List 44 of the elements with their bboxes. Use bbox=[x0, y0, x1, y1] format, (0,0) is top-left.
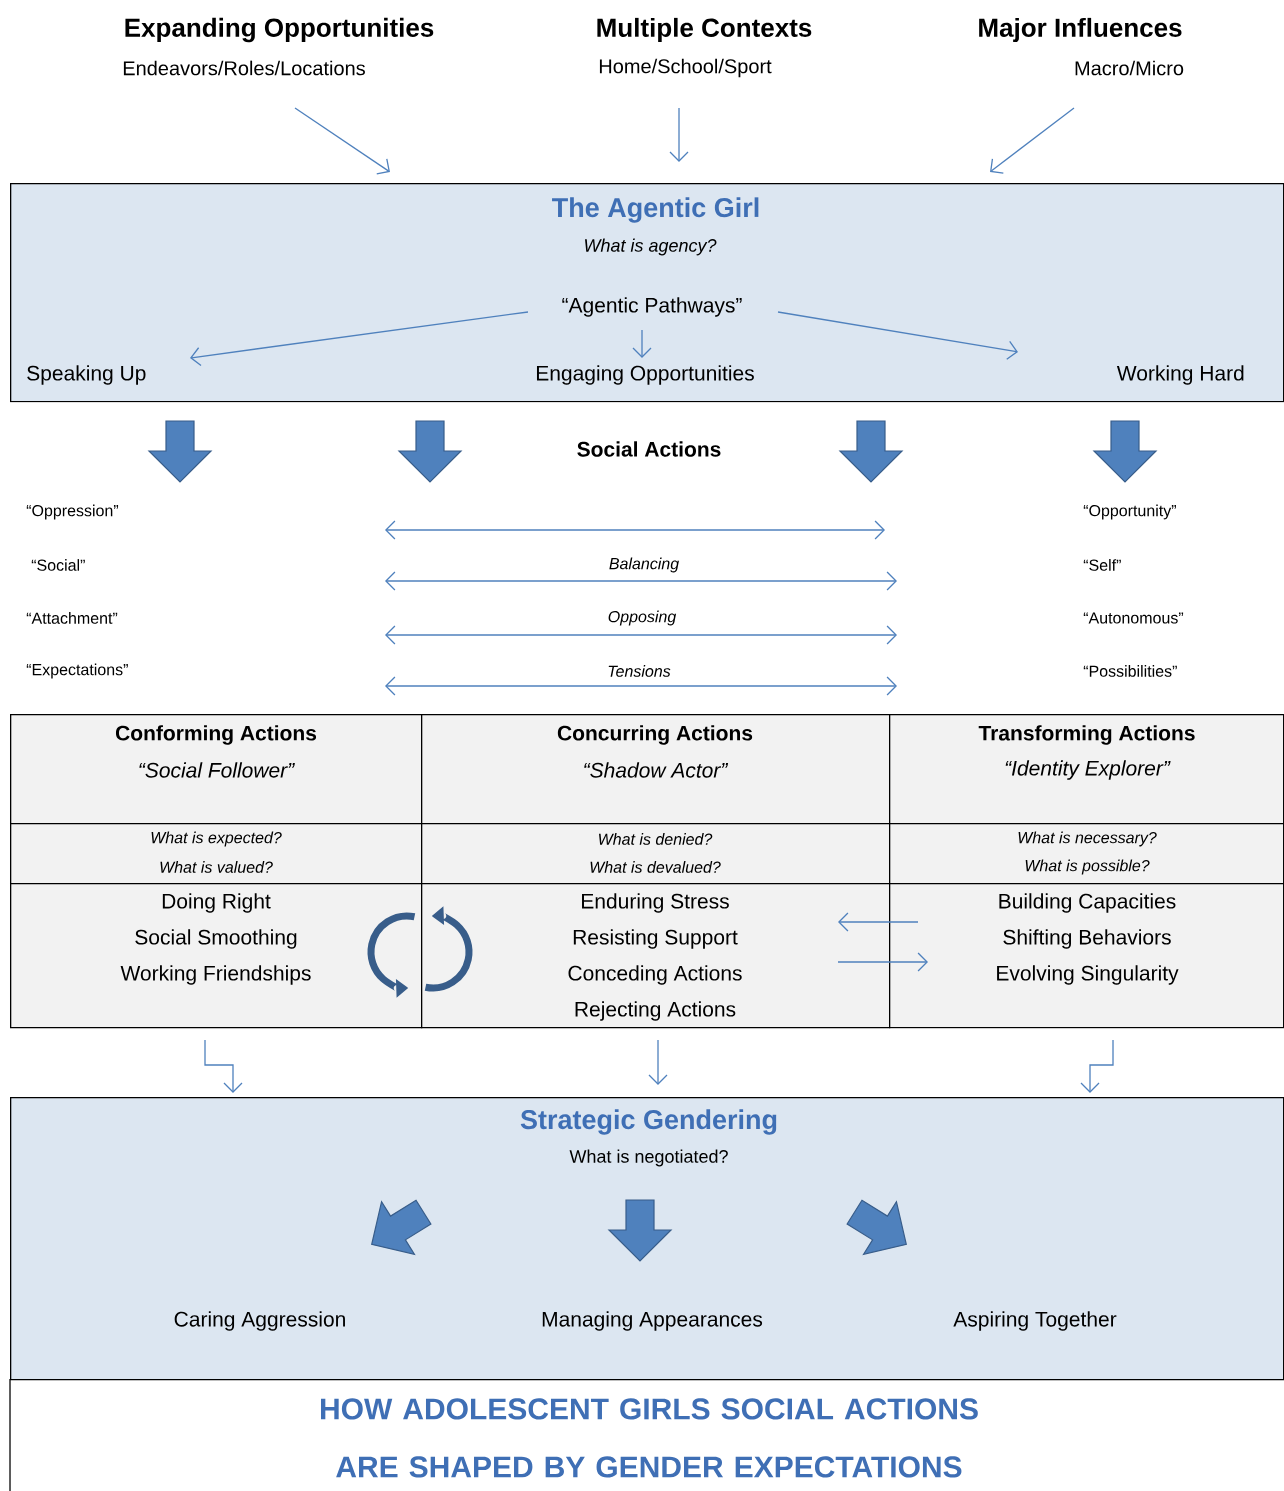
arrow bbox=[204, 1039, 243, 1093]
arrow bbox=[669, 107, 689, 162]
term-label: “Autonomous” bbox=[1083, 612, 1184, 624]
tension-label: Opposing bbox=[608, 610, 677, 626]
arrow bbox=[190, 311, 529, 367]
title: HOW ADOLESCENT GIRLS SOCIAL ACTIONS ARE SHAPED BY GENDER EXPECTATIONS bbox=[321, 1398, 978, 1478]
arrow bbox=[990, 107, 1075, 174]
term-label: “Oppression” bbox=[26, 504, 119, 520]
strategy-label: Caring Aggression bbox=[174, 1311, 345, 1331]
question-cell: What is denied? What is devalued? bbox=[421, 823, 891, 885]
node-label: Transforming Actions bbox=[978, 725, 1195, 745]
tension-label: Balancing bbox=[609, 557, 679, 573]
arrow bbox=[648, 1039, 668, 1085]
table-header-cell: Conforming Actions “Social Follower” bbox=[10, 714, 423, 825]
tension-label: Tensions bbox=[608, 665, 671, 677]
arrow bbox=[838, 912, 919, 932]
arrow bbox=[777, 311, 1018, 360]
table-header-cell: Concurring Actions “Shadow Actor” bbox=[421, 714, 891, 825]
arrow bbox=[837, 952, 928, 972]
table-header-cell: Transforming Actions “Identity Explorer” bbox=[889, 714, 1284, 825]
term-label: “Attachment” bbox=[26, 612, 118, 624]
node-label: “Identity Explorer” bbox=[1005, 760, 1171, 780]
question-cell: What is necessary? What is possible? bbox=[889, 823, 1284, 885]
term-label: “Possibilities” bbox=[1083, 665, 1177, 677]
pathway-label: Working Hard bbox=[1116, 365, 1244, 385]
node-label: What is necessary? bbox=[1018, 831, 1157, 847]
arrow bbox=[294, 107, 390, 175]
arrow bbox=[632, 329, 652, 358]
social-actions-heading: Social Actions bbox=[577, 441, 721, 457]
context-heading: Multiple Contexts Home/School/Sport bbox=[597, 17, 812, 78]
term-label: “Self” bbox=[1083, 559, 1121, 571]
term-label: “Social” bbox=[31, 559, 85, 571]
arrow bbox=[1080, 1039, 1114, 1093]
term-label: “Expectations” bbox=[26, 663, 128, 679]
pathway-text: “Agentic Pathways” bbox=[562, 297, 742, 317]
pathway-label: Speaking Up bbox=[27, 365, 146, 385]
strategy-label: Managing Appearances bbox=[542, 1311, 763, 1331]
strategy-label: Aspiring Together bbox=[953, 1311, 1117, 1331]
pathway-label: Engaging Opportunities bbox=[537, 365, 754, 385]
context-heading: Major Influences Macro/Micro bbox=[979, 17, 1184, 76]
node-label: What is possible? bbox=[1025, 859, 1150, 875]
context-heading: Expanding Opportunities Endeavors/Roles/Locations bbox=[123, 17, 434, 76]
term-label: “Opportunity” bbox=[1083, 504, 1176, 520]
question-cell: What is expected? What is valued? bbox=[10, 823, 423, 885]
